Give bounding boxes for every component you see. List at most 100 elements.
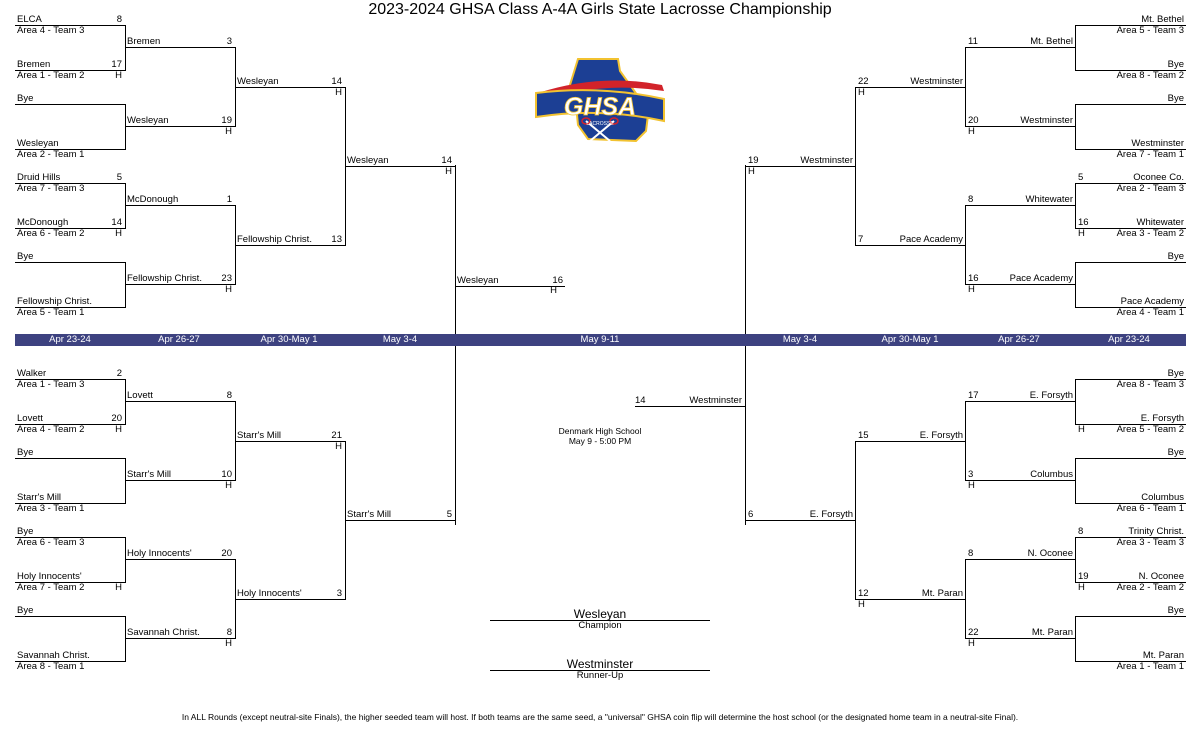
r2-connector — [965, 205, 966, 285]
team-seed: Area 8 - Team 1 — [17, 661, 85, 672]
team-seed: Area 5 - Team 2 — [1116, 424, 1184, 435]
team-seed: Area 7 - Team 3 — [17, 183, 85, 194]
host-marker: H — [335, 86, 342, 98]
r1-line — [15, 661, 125, 662]
r1-line — [15, 262, 125, 263]
host-rule-footnote: In ALL Rounds (except neutral-site Final… — [181, 712, 1019, 722]
team-seed: Area 5 - Team 1 — [17, 307, 85, 318]
team-score: 8 — [226, 390, 232, 401]
team-seed: Area 6 - Team 1 — [1116, 503, 1184, 514]
r1-connector — [125, 379, 126, 425]
r4-line — [745, 165, 855, 167]
r2-line — [125, 480, 235, 481]
r1-connector — [125, 25, 126, 71]
r4-line — [345, 519, 455, 521]
team-score: 11 — [968, 36, 978, 47]
team-name: Westminster — [1020, 115, 1073, 126]
team-name: Pace Academy — [1009, 273, 1073, 284]
date-left-r1: Apr 23-24 — [49, 334, 91, 345]
r1-line — [1075, 149, 1186, 150]
r1-connector — [1075, 616, 1076, 662]
team-seed: Area 6 - Team 2 — [17, 228, 85, 239]
team-name: Mt. Paran — [1031, 627, 1073, 638]
team-name: Walker — [17, 368, 47, 379]
team-name: Westminster — [910, 75, 963, 87]
team-name: Wesleyan — [17, 138, 59, 149]
r1-line — [1075, 262, 1186, 263]
r2-line — [125, 559, 235, 560]
team-score: 8 — [116, 14, 122, 25]
date-band: Apr 23-24 Apr 26-27 Apr 30-May 1 May 3-4… — [15, 334, 1186, 346]
team-name: Bremen — [127, 36, 161, 47]
team-seed: Area 3 - Team 2 — [1116, 228, 1184, 239]
r3-line — [235, 440, 345, 442]
host-marker: H — [445, 165, 452, 177]
team-score: 23 — [221, 273, 232, 284]
team-name: N. Oconee — [1027, 548, 1073, 559]
team-name: Whitewater — [1025, 194, 1073, 205]
host-marker: H — [858, 598, 865, 610]
team-score: 5 — [116, 172, 122, 183]
date-left-r4: May 3-4 — [382, 334, 418, 345]
runner-up-label: Runner-Up — [576, 670, 624, 681]
team-name: Savannah Christ. — [17, 650, 90, 661]
team-name: Bye — [1167, 605, 1184, 616]
r3-line — [855, 440, 965, 442]
r3-line — [235, 244, 345, 246]
r2-connector — [965, 559, 966, 639]
r1-connector — [1075, 458, 1076, 504]
logo-text: GHSA — [564, 93, 636, 121]
team-score: 13 — [331, 233, 342, 245]
date-left-r3: Apr 30-May 1 — [260, 334, 318, 345]
team-seed: Area 4 - Team 1 — [1116, 307, 1184, 318]
final-left-host: H — [550, 285, 557, 296]
r1-connector — [1075, 104, 1076, 150]
final-line-right — [635, 406, 745, 407]
host-marker: H — [1078, 424, 1085, 435]
r4-line — [745, 519, 855, 521]
r1-line — [15, 537, 125, 538]
team-name: Starr's Mill — [127, 469, 172, 480]
team-name: Mt. Paran — [921, 587, 963, 599]
date-right-r1: Apr 23-24 — [1108, 334, 1150, 345]
team-seed: Area 3 - Team 1 — [17, 503, 85, 514]
host-marker: H — [858, 86, 865, 98]
r2-line — [965, 559, 1075, 560]
team-score: 17 — [968, 390, 979, 401]
final-left-team: Wesleyan — [457, 275, 499, 286]
team-score: 14 — [441, 154, 452, 166]
team-name: Mt. Bethel — [1030, 36, 1073, 47]
team-name: Starr's Mill — [237, 429, 282, 441]
r3-line — [235, 598, 345, 600]
r1-connector — [125, 458, 126, 504]
team-score: 8 — [1078, 526, 1084, 537]
r1-line — [1075, 616, 1186, 617]
team-seed: Area 5 - Team 3 — [1116, 25, 1184, 36]
r1-line — [15, 307, 125, 308]
team-name: Savannah Christ. — [127, 627, 200, 638]
team-score: 16 — [968, 273, 979, 284]
r1-line — [15, 25, 125, 26]
r3-line — [855, 244, 965, 246]
logo-subtext: LACROSSE — [586, 121, 614, 127]
r1-connector — [125, 104, 126, 150]
team-seed: Area 8 - Team 3 — [1116, 379, 1184, 390]
r2-line — [965, 638, 1075, 639]
team-seed: Area 1 - Team 3 — [17, 379, 85, 390]
r1-line — [1075, 104, 1186, 105]
team-seed: Area 2 - Team 3 — [1116, 183, 1184, 194]
r1-connector — [1075, 379, 1076, 425]
r2-connector — [965, 401, 966, 481]
team-name: N. Oconee — [1138, 571, 1184, 582]
r1-connector — [1075, 25, 1076, 71]
team-score: 22 — [858, 75, 869, 87]
team-score: 19 — [1078, 571, 1089, 582]
r1-line — [15, 503, 125, 504]
r1-line — [1075, 458, 1186, 459]
final-left-score: 16 — [552, 275, 563, 286]
champion-name: Wesleyan — [573, 607, 627, 621]
team-score: 17 — [111, 59, 122, 70]
runner-up-line — [490, 670, 710, 671]
r1-line — [15, 458, 125, 459]
team-name: Holy Innocents' — [127, 548, 192, 559]
